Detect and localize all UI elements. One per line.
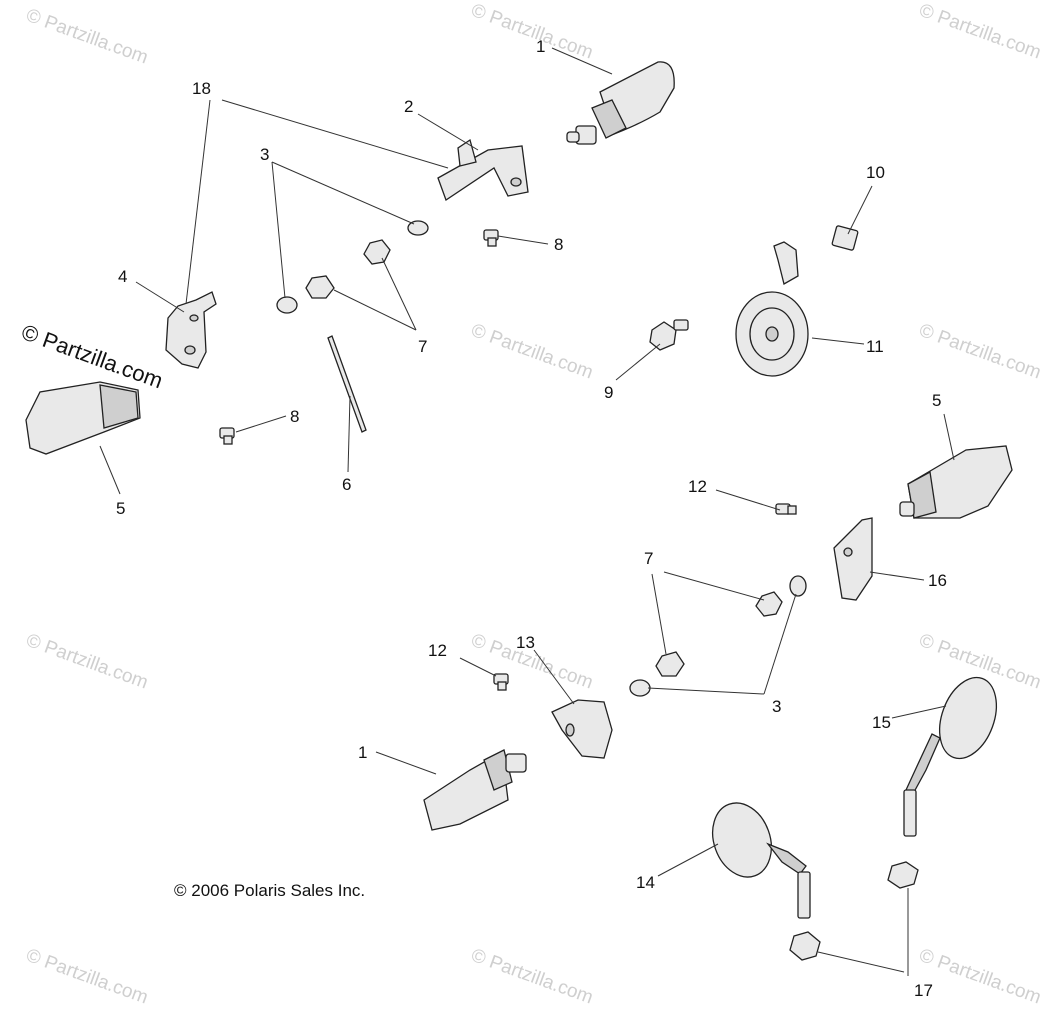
turn-signal-front-left[interactable] xyxy=(423,749,527,831)
watermark: © Partzilla.com xyxy=(916,945,1043,1009)
callout-11: 11 xyxy=(866,337,884,356)
hex-nut[interactable] xyxy=(363,239,391,265)
callout-16: 16 xyxy=(928,571,947,590)
callout-5: 5 xyxy=(116,499,125,518)
callout-3: 3 xyxy=(260,145,269,164)
watermark: © Partzilla.com xyxy=(23,630,150,694)
watermark: © Partzilla.com xyxy=(468,945,595,1009)
callout-5: 5 xyxy=(932,391,941,410)
horn[interactable] xyxy=(735,241,809,377)
watermark: © Partzilla.com xyxy=(468,320,595,384)
leader-lines xyxy=(99,47,955,976)
callout-4: 4 xyxy=(118,267,127,286)
callout-12: 12 xyxy=(688,477,707,496)
screw-12[interactable] xyxy=(493,673,509,691)
bracket-upper[interactable] xyxy=(437,138,529,201)
hex-nut[interactable] xyxy=(305,275,335,299)
callout-1: 1 xyxy=(358,743,367,762)
bracket-mirror[interactable] xyxy=(551,699,613,759)
bolt[interactable] xyxy=(649,319,689,351)
callout-8: 8 xyxy=(554,235,563,254)
turn-signal-right[interactable] xyxy=(899,445,1013,519)
callout-10: 10 xyxy=(866,163,885,182)
callout-2: 2 xyxy=(404,97,413,116)
nut-clip[interactable] xyxy=(831,225,859,251)
callout-17: 17 xyxy=(914,981,933,1000)
watermark: © Partzilla.com xyxy=(916,320,1043,384)
hex-nut[interactable] xyxy=(755,591,783,617)
bracket-left[interactable] xyxy=(165,291,217,369)
washer[interactable] xyxy=(276,296,298,314)
turn-signal-front-right[interactable] xyxy=(566,61,675,145)
hex-nut[interactable] xyxy=(655,651,685,677)
watermark: © Partzilla.com xyxy=(23,5,150,69)
cable-tie[interactable] xyxy=(327,335,367,433)
callout-9: 9 xyxy=(604,383,613,402)
watermark: © Partzilla.com xyxy=(468,0,595,63)
callout-7: 7 xyxy=(418,337,427,356)
mirror-left[interactable] xyxy=(703,795,811,919)
mirror-nut[interactable] xyxy=(789,931,821,961)
callout-18: 18 xyxy=(192,79,211,98)
screw[interactable] xyxy=(483,229,499,247)
callout-6: 6 xyxy=(342,475,351,494)
mirror-right[interactable] xyxy=(903,670,1007,837)
watermark: © Partzilla.com xyxy=(23,945,150,1009)
callout-1: 1 xyxy=(536,37,545,56)
callout-12: 12 xyxy=(428,641,447,660)
screw-12[interactable] xyxy=(775,503,797,515)
screw[interactable] xyxy=(219,427,235,445)
mirror-nut[interactable] xyxy=(887,861,919,889)
washer[interactable] xyxy=(789,575,807,597)
callout-8: 8 xyxy=(290,407,299,426)
callout-15: 15 xyxy=(872,713,891,732)
washer[interactable] xyxy=(407,220,429,236)
callout-13: 13 xyxy=(516,633,535,652)
turn-signal-left[interactable] xyxy=(25,381,141,455)
callouts: 1 2 3 18 4 7 8 8 6 5 10 11 9 5 12 16 7 3… xyxy=(116,37,947,1000)
copyright-notice: © 2006 Polaris Sales Inc. xyxy=(174,881,365,900)
watermark: © Partzilla.com xyxy=(916,0,1043,63)
bracket-right[interactable] xyxy=(833,517,873,601)
callout-14: 14 xyxy=(636,873,655,892)
callout-3: 3 xyxy=(772,697,781,716)
brand-watermark: © Partzilla.com xyxy=(18,319,166,393)
watermarks: © Partzilla.com © Partzilla.com © Partzi… xyxy=(23,0,1043,1008)
washer[interactable] xyxy=(629,679,651,697)
callout-7: 7 xyxy=(644,549,653,568)
